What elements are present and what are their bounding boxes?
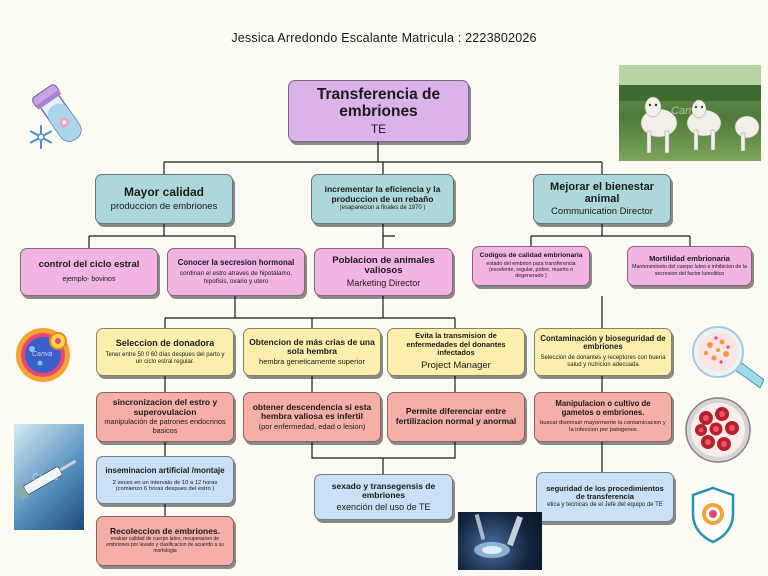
node-subtitle: evaluar calidad de cuerpo luteo, recuper… [106, 536, 224, 555]
node-eficiencia[interactable]: incrementar la eficiencia y la produccio… [311, 174, 454, 224]
microscope-photo [458, 512, 542, 570]
test-tube-icon [24, 84, 96, 152]
petri-dish-icon [688, 320, 764, 392]
node-subtitle: exención del uso de TE [336, 501, 431, 512]
node-title: Seleccion de donadora [115, 337, 215, 348]
node-transmision-enfermedades[interactable]: Evita la transmision de enfermedades del… [387, 328, 525, 376]
node-seguridad-procedimientos[interactable]: seguridad de los procedimientos de trans… [536, 472, 674, 522]
node-secresion-hormonal[interactable]: Conocer la secresion hormonal cordinan e… [167, 248, 305, 296]
node-subtitle: Communication Director [551, 206, 653, 218]
node-subtitle: Seleccion de donantes y receptores con b… [540, 355, 666, 369]
node-title: sincronizacion del estro y superovulacio… [112, 397, 218, 417]
node-subtitle: hembra geneticamente superior [259, 356, 365, 366]
node-seleccion-donadora[interactable]: Seleccion de donadora Tener entre 50 0 6… [96, 328, 234, 376]
node-codigos-calidad[interactable]: Codigos de calidad embrionaria estado de… [472, 246, 590, 286]
node-title: Mortilidad embrionaria [649, 254, 730, 264]
cow-photo: Canva [619, 65, 761, 161]
node-bienestar-animal[interactable]: Mejorar el bienestar animal Communicatio… [533, 174, 671, 224]
author-name: Jessica Arredondo Escalante Matricula : … [231, 31, 537, 45]
node-title: Mejorar el bienestar animal [550, 180, 654, 205]
node-descendencia-infertil[interactable]: obtener descendencia si esta hembra vali… [243, 392, 381, 442]
root-title: Transferencia de embriones [316, 86, 441, 121]
node-sexado-transgenesis[interactable]: sexado y transegensis de embriones exenc… [314, 474, 453, 520]
node-subtitle: Tener entre 50 0 60 días despues del par… [105, 351, 225, 366]
node-subtitle: (por enfermedad, edad o lesion) [258, 421, 366, 431]
node-inseminacion[interactable]: inseminacion artificial /montaje 2 veces… [96, 456, 234, 504]
node-title: Mayor calidad [123, 185, 205, 200]
node-title: sexado y transegensis de embriones [331, 480, 436, 501]
node-title: seguridad de los procedimientos de trans… [546, 483, 664, 501]
node-contaminacion[interactable]: Contaminación y bioseguridad de embrione… [534, 328, 672, 376]
node-title: Contaminación y bioseguridad de embrione… [540, 333, 666, 352]
node-title: control del ciclo estral [38, 258, 140, 270]
node-mortilidad[interactable]: Mortilidad embrionaria Mantenimineto del… [627, 246, 752, 286]
node-subtitle: Marketing Director [346, 277, 421, 288]
cell-icon: Canva [10, 325, 76, 385]
node-subtitle: produccion de embriones [110, 200, 218, 212]
node-fertilizacion[interactable]: Permite diferenciar entre fertilizacion … [387, 392, 525, 442]
shield-icon [690, 486, 736, 544]
node-title: obtener descendencia si esta hembra vali… [252, 401, 372, 422]
node-recoleccion[interactable]: Recoleccion de embriones. evaluar calida… [96, 516, 234, 566]
node-subtitle: manipulación de patrones endocrinos basi… [104, 417, 226, 436]
node-subtitle: Project Manager [421, 360, 491, 372]
node-manipulacion-gametos[interactable]: Manipulacion o cultivo de gametos o embr… [534, 392, 672, 442]
snowflake-icon [28, 124, 54, 150]
node-mayor-calidad[interactable]: Mayor calidad produccion de embriones [95, 174, 233, 224]
node-title: Codigos de calidad embrionaria [479, 252, 583, 260]
syringe-photo: Canva [14, 424, 84, 530]
node-animales-valiosos[interactable]: Poblacion de animales valiosos Marketing… [314, 248, 453, 296]
node-sincronizacion-estro[interactable]: sincronizacion del estro y superovulacio… [96, 392, 234, 442]
node-ciclo-estral[interactable]: control del ciclo estral ejemplo- bovino… [20, 248, 158, 296]
node-mas-crias[interactable]: Obtencion de más crias de una sola hembr… [243, 328, 381, 376]
node-subtitle: buscar disminuir mayormente la contamina… [540, 420, 666, 434]
node-title: Poblacion de animales valiosos [332, 254, 435, 277]
node-title: Conocer la secresion hormonal [177, 257, 295, 267]
node-subtitle: estado del embrion para transferencia (e… [486, 260, 576, 280]
node-title: Obtencion de más crias de una sola hembr… [249, 336, 375, 357]
node-subtitle: (esaparecion a finales de 1970 ) [339, 205, 426, 212]
root-node[interactable]: Transferencia de embriones TE [288, 80, 469, 142]
node-title: inseminacion artificial /montaje [105, 465, 225, 475]
watermark-text: Canva [32, 351, 53, 358]
node-subtitle: etica y tecnicas de el Jefe del equipo d… [547, 502, 663, 509]
node-title: Recoleccion de embriones. [109, 525, 221, 536]
red-cells-icon [684, 396, 752, 464]
node-title: Evita la transmision de enfermedades del… [406, 331, 506, 358]
node-title: Manipulacion o cultivo de gametos o embr… [555, 398, 651, 417]
node-subtitle: ejemplo- bovinos [62, 276, 116, 284]
root-subtitle: TE [370, 121, 387, 136]
watermark-text: Canva [32, 472, 59, 482]
watermark-text: Canva [671, 105, 703, 117]
node-subtitle: 2 veces en un intervalo de 10 a 12 horas… [112, 479, 218, 493]
node-title: Permite diferenciar entre fertilizacion … [395, 405, 517, 426]
node-subtitle: cordinan el estro atraves de hipotálamo,… [179, 270, 292, 285]
node-title: incrementar la eficiencia y la produccio… [324, 184, 441, 204]
node-subtitle: Mantenimineto del cuerpo luteo e inhibic… [632, 264, 747, 277]
